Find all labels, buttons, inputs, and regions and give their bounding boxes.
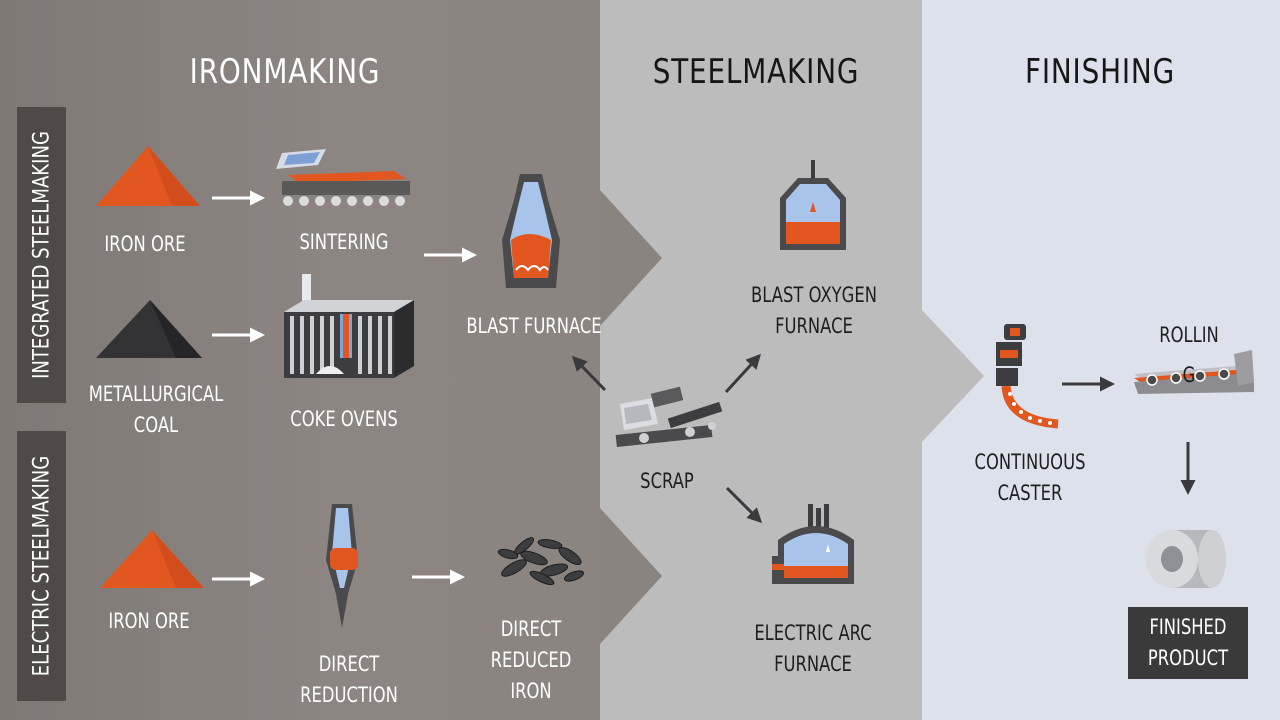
rolling-mill-icon (1134, 350, 1254, 394)
label-electric-arc-furnace: ELECTRIC ARC FURNACE (754, 621, 872, 676)
ore-pile-icon (100, 530, 204, 588)
route-tab-electric: ELECTRIC STEELMAKING (17, 431, 66, 701)
arrow-scrap-to-bof (724, 353, 762, 394)
route-tab-integrated: INTEGRATED STEELMAKING (17, 107, 66, 403)
label-finished-product: FINISHED PRODUCT (1147, 615, 1229, 670)
direct-reduction-shaft-icon (326, 504, 358, 628)
label-continuous-caster: CONTINUOUS CASTER (974, 450, 1086, 505)
finished-product-box (1128, 607, 1248, 679)
steel-coil-icon (1146, 530, 1226, 588)
label-blast-oxygen-furnace: BLAST OXYGEN FURNACE (751, 283, 877, 338)
ironmaking-chevrons (600, 190, 662, 644)
continuous-caster-icon (996, 324, 1059, 429)
coke-oven-icon (284, 274, 414, 378)
blast-furnace-icon (502, 174, 560, 288)
dri-pellets-icon (497, 537, 584, 586)
scrap-pile-icon (615, 386, 723, 447)
label-rolling-fragment: G (1182, 363, 1196, 387)
header-steelmaking: STEELMAKING (652, 52, 860, 92)
label-scrap: SCRAP (640, 469, 694, 493)
label-metallurgical-coal: METALLURGICAL COAL (88, 382, 224, 437)
label-direct-reduction: DIRECT REDUCTION (300, 652, 398, 707)
label-blast-furnace: BLAST FURNACE (466, 314, 602, 338)
header-ironmaking: IRONMAKING (189, 52, 381, 92)
arrow-scrap-to-eaf (725, 486, 763, 524)
finishing-panel (922, 0, 1280, 720)
ore-pile-icon (96, 146, 200, 206)
label-rolling: ROLLIN (1159, 323, 1219, 347)
label-direct-reduced-iron: DIRECT REDUCED IRON (490, 617, 572, 703)
label-iron-ore-top: IRON ORE (104, 232, 186, 256)
eaf-vessel-icon (772, 504, 854, 584)
sinter-machine-icon (276, 149, 410, 206)
steelmaking-chevron (922, 310, 984, 442)
label-iron-ore-bottom: IRON ORE (108, 609, 190, 633)
label-sintering: SINTERING (299, 230, 389, 254)
header-finishing: FINISHING (1024, 52, 1176, 92)
arrow-scrap-to-bf (571, 355, 607, 392)
coal-pile-icon (96, 300, 202, 358)
label-coke-ovens: COKE OVENS (290, 407, 398, 431)
bof-vessel-icon (780, 160, 846, 250)
